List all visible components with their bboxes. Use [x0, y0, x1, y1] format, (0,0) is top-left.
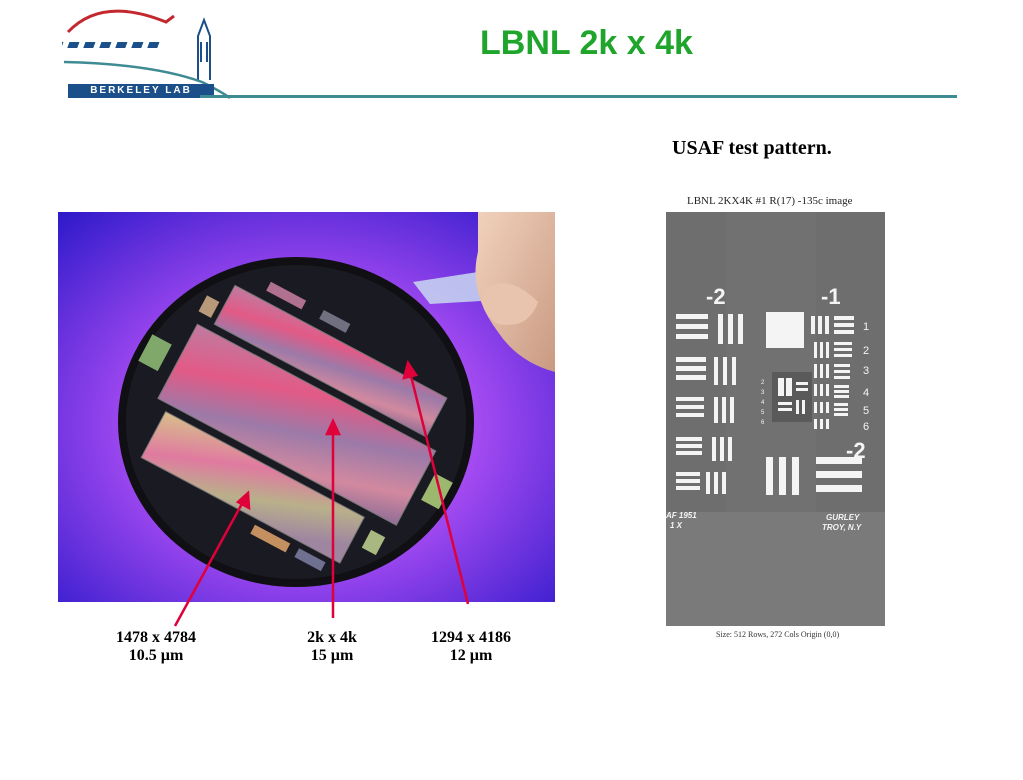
plate-text-left-1: AF 1951 [666, 511, 697, 520]
plate-text-left-2: 1 X [670, 521, 683, 530]
caption-dimensions: 1294 x 4186 [431, 629, 511, 646]
caption-pixel-size: 12 µm [449, 647, 493, 664]
element-number-1: 1 [863, 321, 869, 333]
logo-wordmark: BERKELEY LAB [68, 84, 214, 98]
usaf-test-pattern-image: -2 -1 1 [665, 212, 885, 626]
group-label-neg1: -1 [821, 284, 841, 309]
caption-dimensions: 1478 x 4784 [116, 629, 196, 646]
caption-ccd-2k4k: 2k x 4k 15 µm [282, 629, 382, 665]
inner-number-3: 3 [761, 390, 765, 396]
caption-pixel-size: 10.5 µm [128, 647, 184, 664]
caption-dimensions: 2k x 4k [307, 629, 357, 646]
caption-ccd-1294: 1294 x 4186 12 µm [412, 629, 530, 665]
caption-pixel-size: 15 µm [310, 647, 354, 664]
element-number-2: 2 [863, 345, 869, 357]
plate-text-right-1: GURLEY [826, 513, 860, 522]
slide-title: LBNL 2k x 4k [480, 24, 693, 62]
inner-number-6: 6 [761, 420, 765, 426]
plate-text-right-2: TROY, N.Y [822, 523, 862, 532]
group-label-neg2-bottom: -2 [846, 438, 866, 463]
element-number-6: 6 [863, 421, 869, 433]
test-image-size-caption: Size: 512 Rows, 272 Cols Origin (0,0) [716, 630, 840, 639]
element-number-3: 3 [863, 365, 869, 377]
berkeley-lab-logo [51, 2, 232, 102]
group-label-neg2-top: -2 [706, 284, 726, 309]
test-pattern-title: USAF test pattern. [672, 137, 832, 159]
inner-number-4: 4 [761, 400, 765, 406]
test-image-caption: LBNL 2KX4K #1 R(17) -135c image [687, 195, 853, 207]
element-number-5: 5 [863, 405, 869, 417]
inner-number-2: 2 [761, 380, 765, 386]
element-number-4: 4 [863, 387, 869, 399]
inner-number-5: 5 [761, 410, 765, 416]
caption-ccd-1478: 1478 x 4784 10.5 µm [100, 629, 212, 665]
header-rule [200, 95, 957, 98]
wafer-photo [58, 212, 555, 602]
